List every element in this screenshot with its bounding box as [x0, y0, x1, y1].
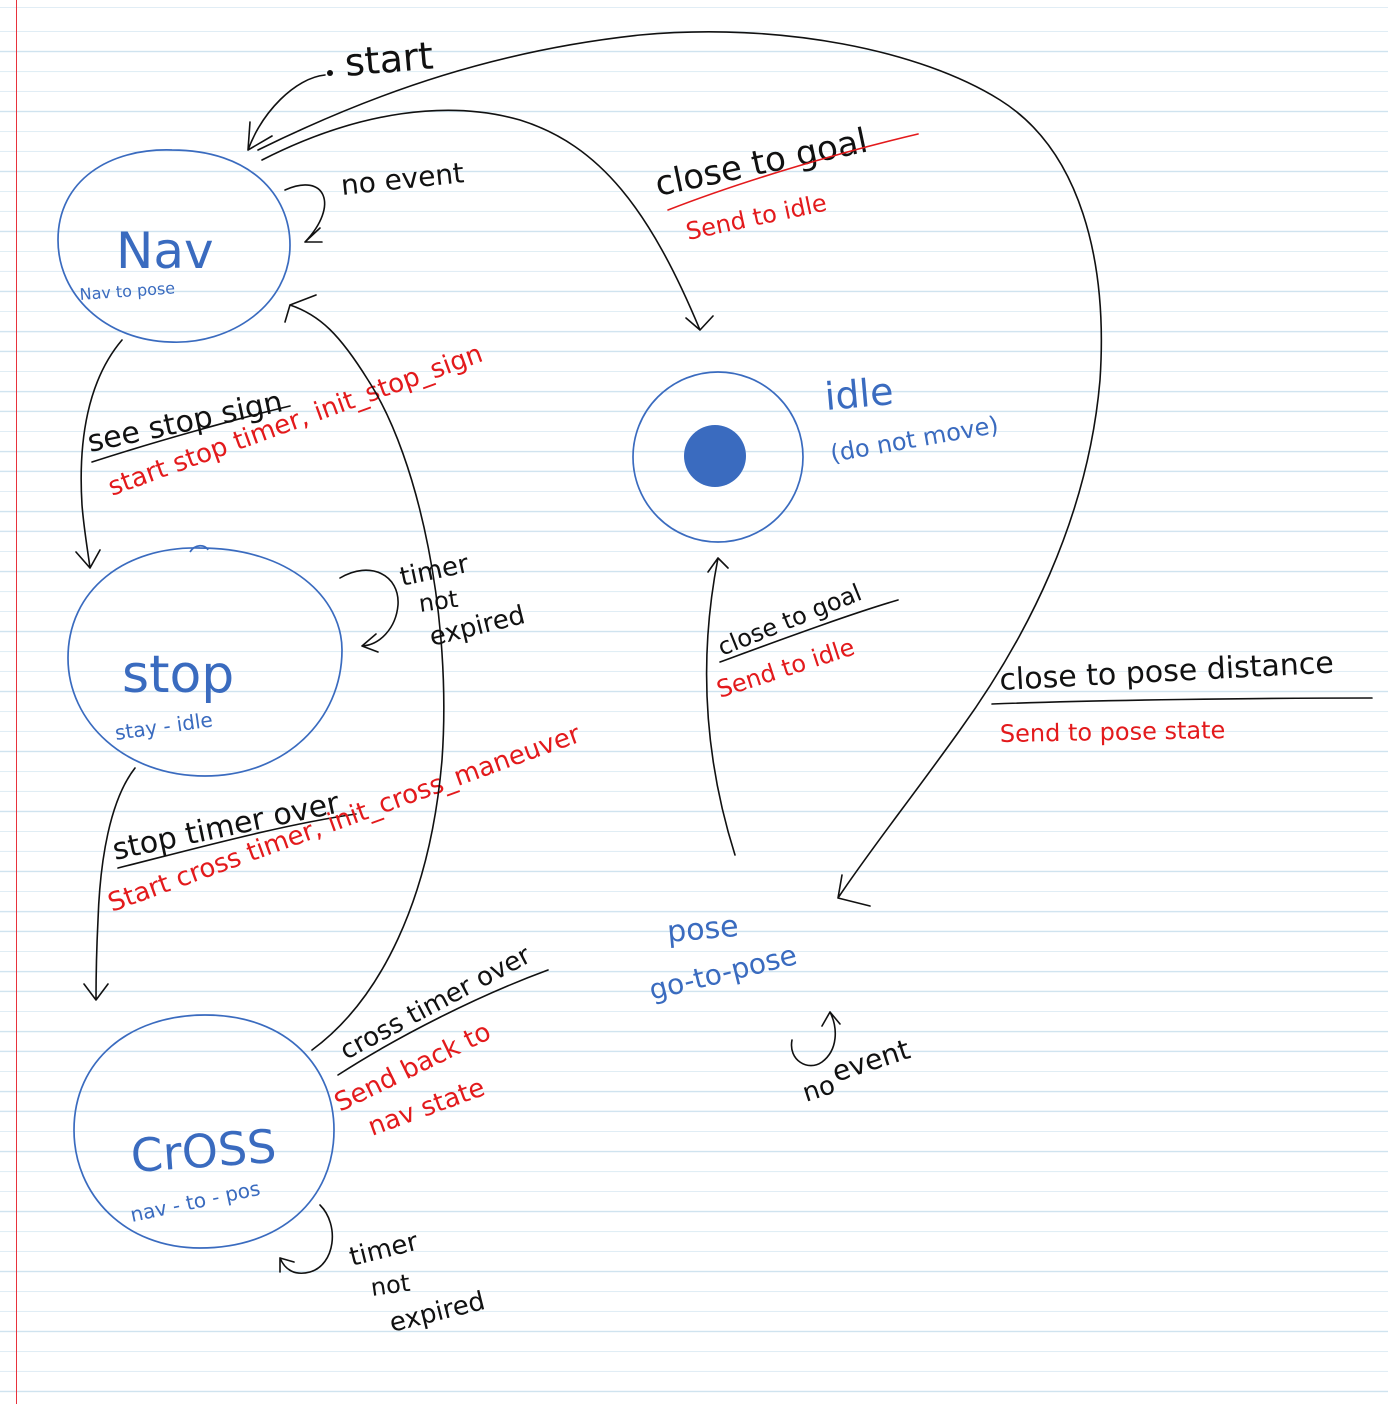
transition-nav-self: no event [284, 156, 466, 243]
start-label: start [343, 33, 435, 85]
nav-to-pose-event: close to pose distance [999, 646, 1335, 698]
state-stop-action: stay - idle [113, 707, 214, 744]
state-idle-outer-circle [632, 371, 804, 543]
state-idle-dot [684, 425, 746, 487]
state-nav-action: Nav to pose [79, 278, 176, 304]
notebook-margin-line [16, 0, 17, 1404]
nav-to-idle-action: Send to idle [683, 189, 829, 246]
state-cross: CrOSS nav - to - pos [73, 1014, 335, 1249]
pose-self-line1: no [799, 1070, 839, 1109]
nav-to-pose-divider [991, 697, 1373, 705]
cross-to-nav-arrow [284, 294, 445, 1051]
state-pose: pose go-to-pose [646, 909, 800, 1007]
transition-start: start [247, 33, 435, 151]
pose-self-loop-arrow [790, 1011, 841, 1067]
cross-self-loop-arrow [279, 1204, 334, 1274]
state-cross-name: CrOSS [129, 1119, 278, 1183]
state-nav-circle [57, 149, 291, 343]
stop-to-cross-arrow [83, 767, 136, 1001]
cross-to-nav-divider [337, 969, 549, 1076]
stop-to-cross-divider [117, 813, 357, 869]
nav-to-idle-divider [667, 133, 919, 211]
pose-to-idle-divider [719, 599, 899, 663]
state-nav: Nav Nav to pose [57, 149, 291, 343]
nav-to-pose-arrow [257, 31, 1103, 907]
transition-nav-to-idle: close to goal Send to idle [261, 109, 919, 331]
state-cross-action: nav - to - pos [128, 1176, 262, 1227]
state-cross-circle [73, 1014, 335, 1249]
nav-to-stop-arrow [75, 339, 123, 569]
state-idle: idle (do not move) [632, 369, 1001, 543]
cross-self-line1: timer [346, 1227, 421, 1273]
nav-to-idle-event: close to goal [652, 121, 872, 205]
nav-to-idle-arrow [261, 109, 714, 331]
state-stop-circle [67, 547, 343, 777]
transition-cross-self: timer not expired [279, 1204, 488, 1339]
start-arrow [247, 74, 326, 151]
pose-self-line2: event [828, 1033, 914, 1089]
nav-to-pose-action: Send to pose state [1000, 716, 1226, 748]
nav-self-loop-arrow [284, 184, 326, 243]
transition-stop-self: timer not expired [339, 549, 528, 653]
nav-self-label: no event [339, 156, 465, 202]
state-nav-name: Nav [116, 222, 214, 280]
stop-self-loop-arrow [339, 569, 399, 653]
state-idle-name: idle [823, 369, 895, 419]
state-pose-name: pose [666, 909, 740, 950]
state-stop-name: stop [122, 645, 234, 705]
pose-to-idle-arrow [705, 557, 736, 856]
state-idle-action: (do not move) [828, 411, 1001, 468]
transition-pose-to-idle: close to goal Send to idle [705, 557, 899, 856]
state-stop: stop stay - idle [67, 544, 343, 777]
nav-to-stop-divider [91, 405, 291, 463]
cross-self-line2: not [369, 1269, 412, 1302]
transition-pose-self: no event [790, 1011, 914, 1109]
